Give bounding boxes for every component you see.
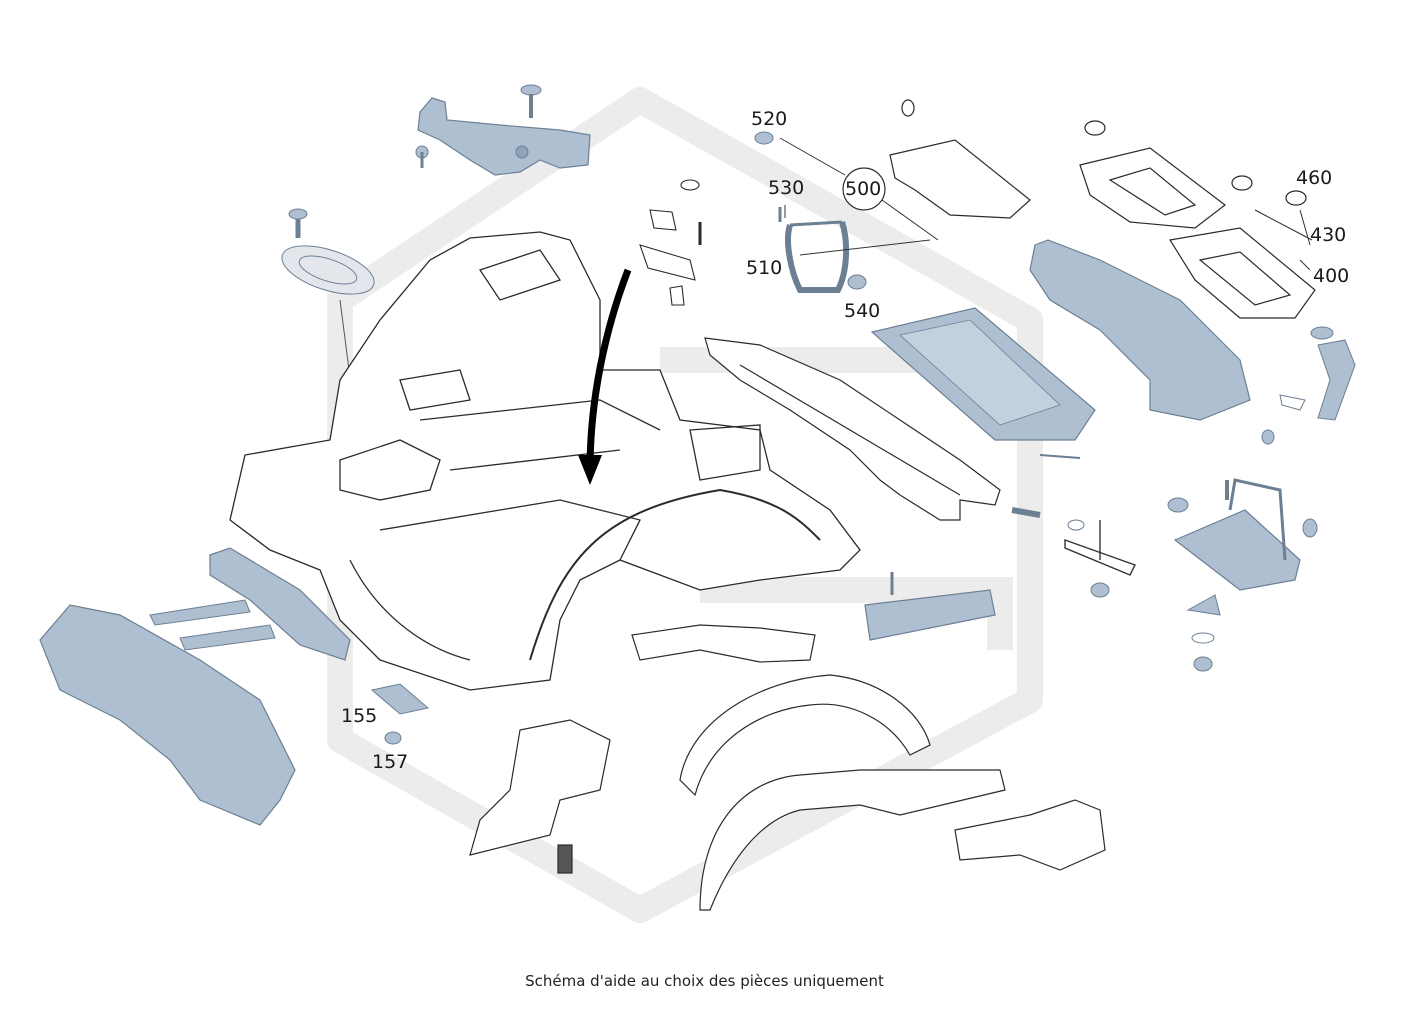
part-heat-shield[interactable] [1029, 239, 1251, 421]
part-mount-bracket[interactable] [954, 799, 1106, 871]
part-skid-plate-upper[interactable] [1079, 120, 1226, 229]
callout-510: 510 [746, 257, 783, 279]
part-upper-bracket[interactable] [415, 97, 591, 176]
part-battery-tray[interactable] [1167, 478, 1318, 672]
callout-400: 400 [1313, 265, 1350, 287]
leader-lines [784, 205, 1311, 271]
part-sill-insert[interactable] [864, 572, 996, 641]
part-small-brackets[interactable] [639, 179, 702, 306]
arrow-indicator [578, 268, 632, 485]
part-floor-tray[interactable] [870, 307, 1096, 441]
part-oval-cover[interactable] [276, 208, 380, 456]
callout-460: 460 [1296, 167, 1333, 189]
part-inner-arch[interactable] [699, 769, 1006, 911]
callout-540: 540 [844, 300, 881, 322]
callout-155: 155 [341, 705, 378, 727]
part-underbody-cover[interactable] [889, 99, 1031, 219]
part-strap-clamp[interactable] [754, 131, 867, 293]
part-rear-panel[interactable] [39, 604, 296, 826]
part-clip-155[interactable] [370, 683, 430, 745]
part-lower-member[interactable] [631, 624, 816, 663]
part-rear-pillar[interactable] [469, 719, 611, 874]
screw-top-center[interactable] [520, 84, 542, 118]
callout-530: 530 [768, 177, 805, 199]
part-right-bracket[interactable] [1261, 326, 1356, 445]
diagram-caption: Schéma d'aide au choix des pièces unique… [525, 972, 884, 990]
part-skid-plate-lower[interactable] [1169, 175, 1316, 319]
part-wheel-arch[interactable] [679, 674, 931, 797]
part-crossmember[interactable] [149, 547, 351, 661]
callout-520: 520 [751, 108, 788, 130]
callout-157: 157 [372, 751, 409, 773]
callout-500-circle [779, 137, 939, 256]
callout-500: 500 [845, 178, 882, 200]
callout-430: 430 [1310, 224, 1347, 246]
part-floor-rail[interactable] [704, 337, 1001, 521]
part-small-fasteners[interactable] [1011, 454, 1136, 598]
